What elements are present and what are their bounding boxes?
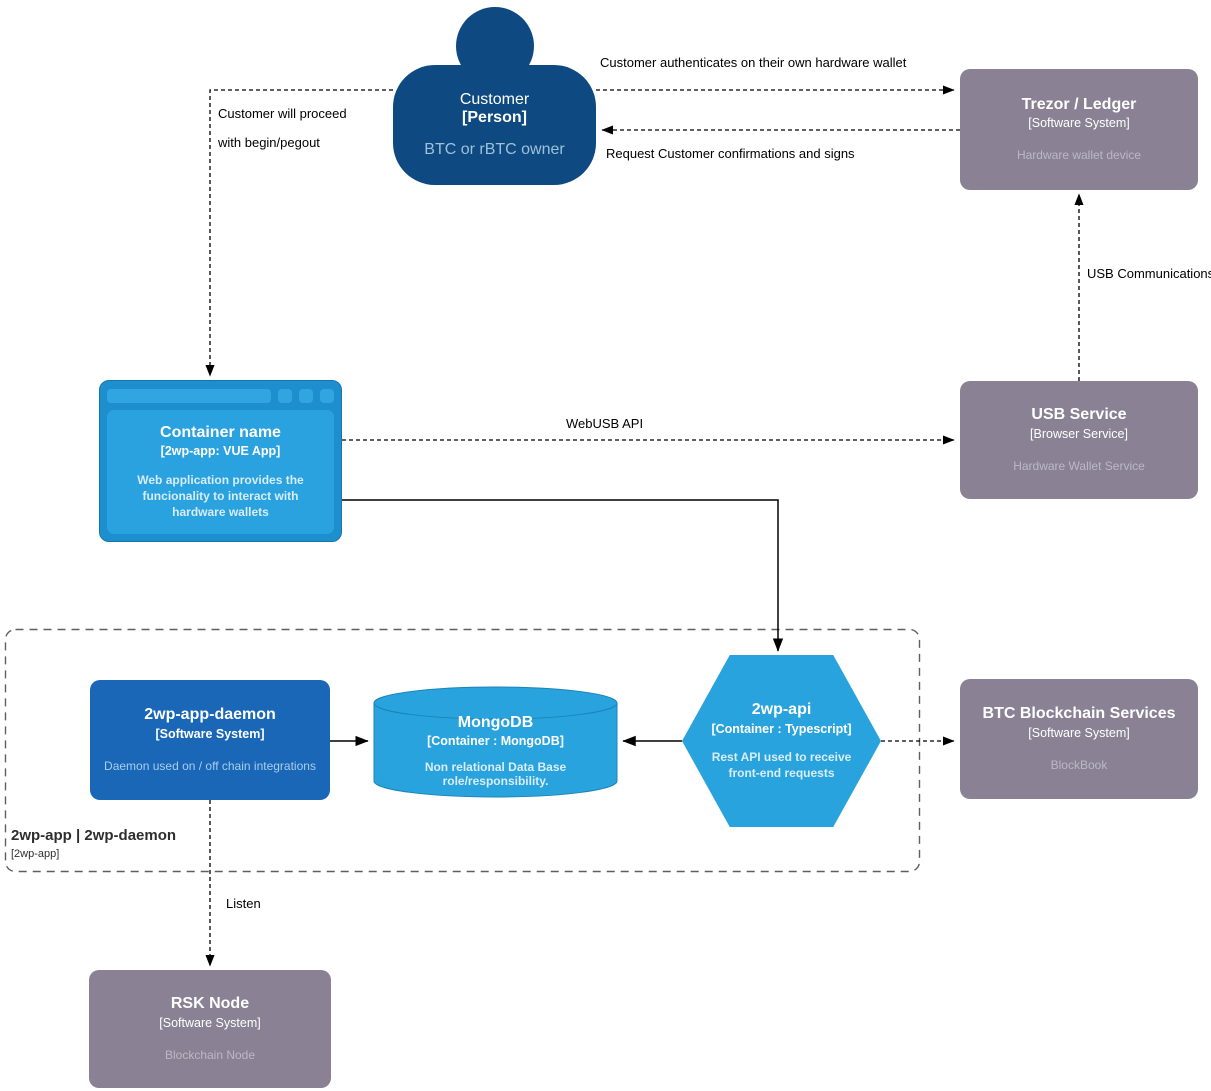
browser-button-icon [278,388,292,403]
browser-button-icon [320,388,334,403]
node-description: Hardware wallet device [1016,148,1142,163]
node-trezor-ledger: Trezor / Ledger [Software System] Hardwa… [960,69,1198,190]
boundary-title: 2wp-app | 2wp-daemon [11,827,177,844]
node-usb-service: USB Service [Browser Service] Hardware W… [960,381,1198,499]
node-title: Customer [459,91,530,108]
node-type-label: [Software System] [1028,116,1130,131]
node-type-label: [Software System] [155,726,265,741]
node-title: Trezor / Ledger [1021,95,1137,113]
node-rsk-node: RSK Node [Software System] Blockchain No… [89,970,331,1088]
edge-label-confirmations: Request Customer confirmations and signs [606,146,855,161]
edge-label-authenticate: Customer authenticates on their own hard… [600,55,907,70]
edge-label-proceed-line1: Customer will proceed [218,106,347,121]
node-2wp-app-daemon: 2wp-app-daemon [Software System] Daemon … [90,680,330,800]
node-description: Blockchain Node [164,1047,256,1062]
node-title: 2wp-app-daemon [144,706,276,724]
node-title: BTC Blockchain Services [982,705,1176,723]
node-mongodb: MongoDB [Container : MongoDB] Non relati… [373,686,618,798]
browser-button-icon [299,388,313,403]
cylinder-shape [373,686,618,798]
node-webapp-browser: Container name [2wp-app: VUE App] Web ap… [99,380,342,542]
node-type-label: [Browser Service] [1030,426,1128,441]
node-btc-blockchain-services: BTC Blockchain Services [Software System… [960,679,1198,799]
node-type-label: [2wp-app: VUE App] [160,443,281,458]
boundary-type-label: [2wp-app] [11,848,60,860]
node-type-label: [Container : Typescript] [711,721,852,736]
node-title: 2wp-api [751,701,812,719]
node-description: Daemon used on / off chain integrations [104,758,316,773]
edge-label-usb-communications: USB Communications [1087,266,1211,281]
node-type-label: [Software System] [1028,725,1130,740]
node-title: USB Service [1031,406,1127,424]
node-type-label: [Software System] [159,1015,261,1030]
edge-label-webusb-api: WebUSB API [566,416,644,431]
node-customer: Customer [Person] BTC or rBTC owner [393,7,596,185]
cylinder-text: MongoDB [Container : MongoDB] Non relati… [373,704,618,798]
person-body: Customer [Person] BTC or rBTC owner [393,65,596,185]
node-description: Web application provides the funcionalit… [137,472,304,520]
node-title: MongoDB [457,714,534,731]
edge-webapp-to-api [342,499,784,652]
browser-topbar [107,388,334,403]
browser-content: Container name [2wp-app: VUE App] Web ap… [107,410,334,534]
node-type-label: [Container : MongoDB] [427,734,564,748]
node-description: Rest API used to receive front-end reque… [711,749,852,780]
node-2wp-api: 2wp-api [Container : Typescript] Rest AP… [682,655,881,827]
node-type-label: [Person] [462,109,527,126]
node-description: Hardware Wallet Service [1013,458,1145,473]
node-description: BlockBook [1050,757,1108,772]
edge-label-proceed-line2: with begin/pegout [218,135,320,150]
browser-address-bar [107,388,271,403]
node-title: RSK Node [170,995,250,1013]
node-title: Container name [160,423,281,441]
edge-customer-to-webapp [205,89,393,377]
edge-label-listen: Listen [226,896,261,911]
node-description: Non relational Data Base role/responsibi… [424,760,567,788]
node-description: BTC or rBTC owner [424,141,565,158]
